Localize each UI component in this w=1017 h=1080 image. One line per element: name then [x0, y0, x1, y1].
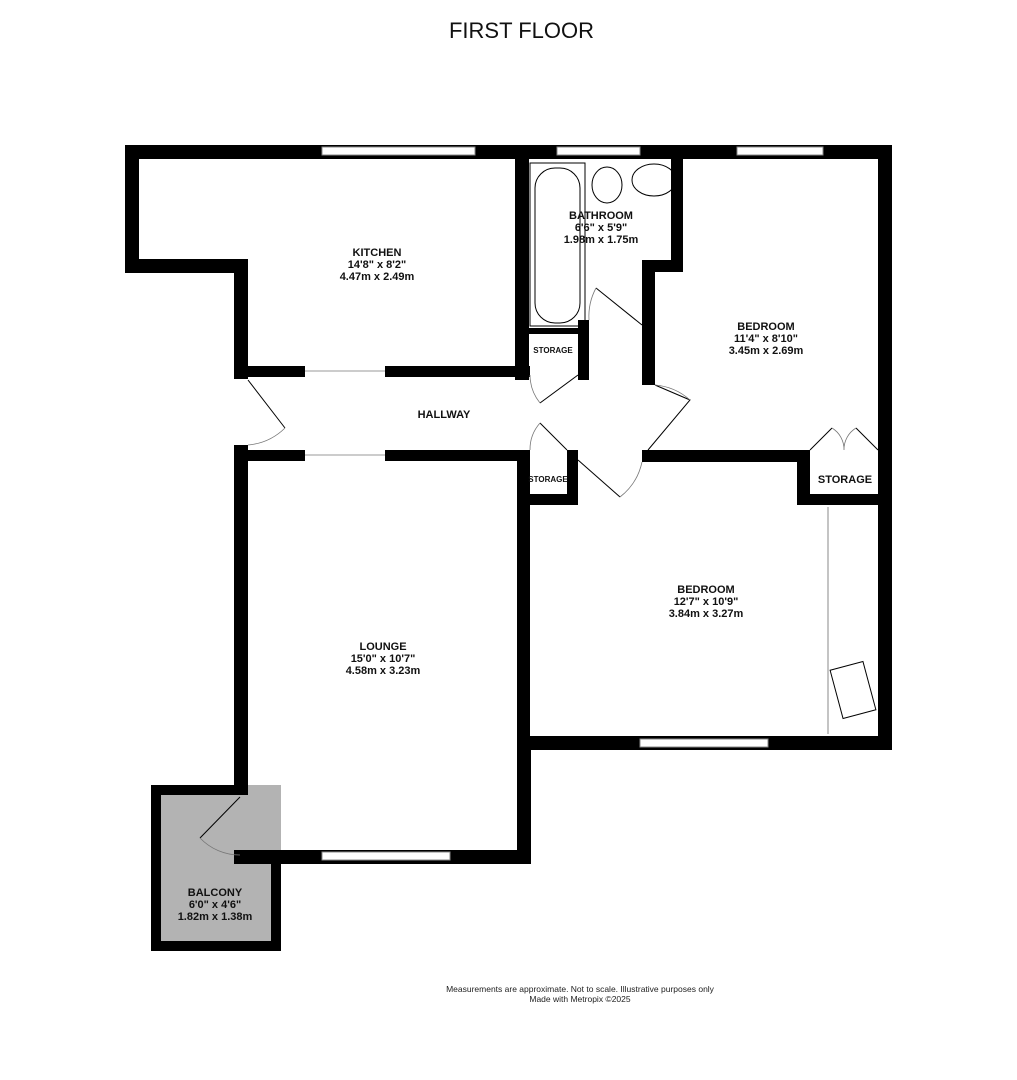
bedroom2-label: BEDROOM	[677, 584, 734, 596]
floor-title: FIRST FLOOR	[448, 18, 595, 43]
doors	[199, 287, 879, 856]
balcony-imperial: 6'0" x 4'6"	[189, 899, 241, 911]
bedroom1-metric: 3.45m x 2.69m	[729, 345, 804, 357]
kitchen-metric: 4.47m x 2.49m	[340, 271, 415, 283]
windows	[305, 146, 824, 861]
fixtures	[529, 162, 877, 734]
credit: Made with Metropix ©2025	[529, 994, 631, 1004]
footer: Measurements are approximate. Not to sca…	[440, 984, 720, 1004]
lounge-label: LOUNGE	[359, 641, 406, 653]
sink-icon	[631, 163, 677, 197]
kitchen-label: KITCHEN	[353, 247, 402, 259]
balcony-label: BALCONY	[188, 887, 243, 899]
lounge-imperial: 15'0" x 10'7"	[351, 653, 416, 665]
lounge-metric: 4.58m x 3.23m	[346, 665, 421, 677]
bathtub-icon	[529, 162, 586, 327]
disclaimer: Measurements are approximate. Not to sca…	[446, 984, 714, 994]
wardrobe-fixture-icon	[829, 660, 877, 720]
storage2-label: STORAGE	[528, 475, 568, 484]
hallway-label: HALLWAY	[418, 409, 471, 421]
kitchen-imperial: 14'8" x 8'2"	[348, 259, 406, 271]
labels: KITCHEN 14'8" x 8'2" 4.47m x 2.49m BATHR…	[178, 210, 872, 923]
bathroom-imperial: 6'6" x 5'9"	[575, 222, 627, 234]
bedroom1-label: BEDROOM	[737, 321, 794, 333]
bedroom2-metric: 3.84m x 3.27m	[669, 608, 744, 620]
bathroom-label: BATHROOM	[569, 210, 633, 222]
balcony-area	[151, 785, 281, 951]
balcony-metric: 1.82m x 1.38m	[178, 911, 253, 923]
bedroom2-imperial: 12'7" x 10'9"	[674, 596, 739, 608]
storage3-label: STORAGE	[818, 474, 872, 486]
bathroom-metric: 1.98m x 1.75m	[564, 234, 639, 246]
toilet-icon	[591, 166, 623, 204]
storage1-label: STORAGE	[533, 346, 573, 355]
bedroom1-imperial: 11'4" x 8'10"	[734, 333, 798, 345]
